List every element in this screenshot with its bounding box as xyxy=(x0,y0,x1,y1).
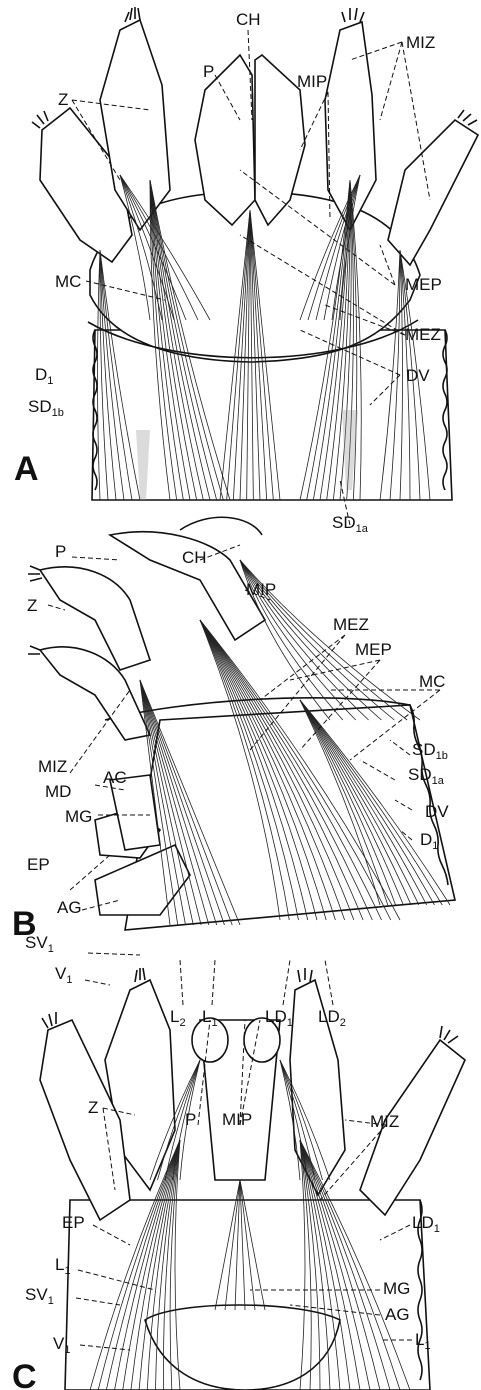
panel-letter-a: A xyxy=(14,450,39,488)
label-b-miz: MIZ xyxy=(38,757,67,776)
label-b-dv: DV xyxy=(425,802,449,821)
label-a-dv: DV xyxy=(406,366,430,385)
label-a-z: Z xyxy=(58,90,68,109)
label-a-mip: MIP xyxy=(297,72,327,91)
label-a-ch: CH xyxy=(236,10,261,29)
panel-letter-b: B xyxy=(12,905,37,943)
label-b-mep: MEP xyxy=(355,640,392,659)
label-a-mc: MC xyxy=(55,272,81,291)
label-a-mep: MEP xyxy=(405,275,442,294)
label-c-ep: EP xyxy=(62,1213,85,1232)
label-c-ag: AG xyxy=(385,1305,410,1324)
label-b-ac: AC xyxy=(103,768,127,787)
label-c-z: Z xyxy=(88,1098,98,1117)
label-b-mez: MEZ xyxy=(333,615,369,634)
label-b-mip: MIP xyxy=(246,580,276,599)
label-b-ch: CH xyxy=(182,548,207,567)
label-b-p: P xyxy=(55,542,66,561)
label-a-p: P xyxy=(203,62,214,81)
label-b-ep: EP xyxy=(27,855,50,874)
label-c-mip: MIP xyxy=(222,1110,252,1129)
label-c-miz: MIZ xyxy=(370,1112,399,1131)
label-b-md: MD xyxy=(45,782,71,801)
label-b-z: Z xyxy=(27,596,37,615)
label-a-miz: MIZ xyxy=(406,33,435,52)
label-b-mg: MG xyxy=(65,807,92,826)
label-c-p: P xyxy=(185,1110,196,1129)
label-c-mg: MG xyxy=(383,1279,410,1298)
label-b-mc: MC xyxy=(419,672,445,691)
label-b-ag: AG xyxy=(57,898,82,917)
panel-letter-c: C xyxy=(12,1358,37,1390)
label-a-mez: MEZ xyxy=(405,325,441,344)
